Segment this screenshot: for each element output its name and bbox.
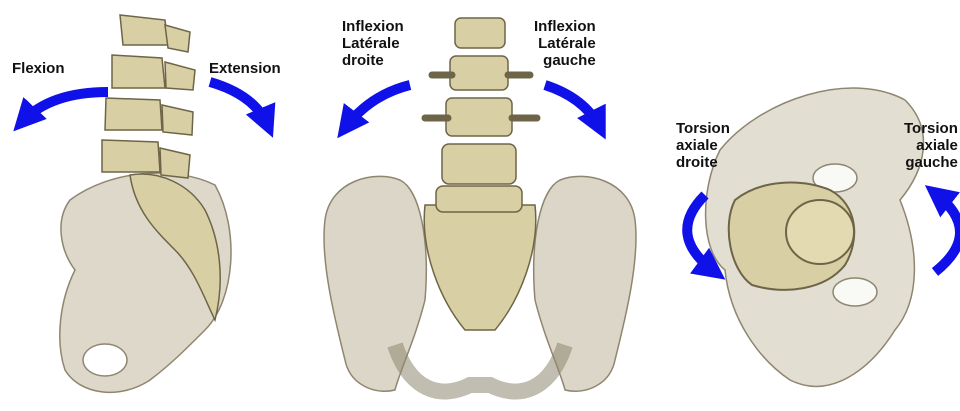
inflexion-droite-line1: Inflexion — [342, 18, 404, 35]
vertebral-body-top — [786, 200, 854, 264]
flexion-arrow — [22, 92, 108, 122]
inflexion-droite-arrow — [345, 85, 410, 128]
torsion-gauche-line1: Torsion — [904, 120, 958, 137]
torsion-gauche-label: Torsion axiale gauche — [904, 120, 958, 171]
extension-text: Extension — [209, 60, 281, 77]
inflexion-gauche-line3: gauche — [534, 52, 596, 69]
inflexion-gauche-label: Inflexion Latérale gauche — [534, 18, 596, 69]
extension-label: Extension — [209, 60, 281, 77]
torsion-gauche-arrow — [935, 193, 960, 272]
inflexion-gauche-arrow — [545, 85, 600, 128]
torsion-droite-line3: droite — [676, 154, 730, 171]
torsion-gauche-line2: axiale — [904, 137, 958, 154]
inflexion-droite-line2: Latérale — [342, 35, 404, 52]
sacrum-frontal — [424, 205, 536, 330]
frontal-spine-pelvis-view — [324, 18, 636, 392]
flexion-label: Flexion — [12, 60, 65, 77]
torsion-droite-line1: Torsion — [676, 120, 730, 137]
lumbar-vertebrae-lateral — [102, 15, 195, 178]
inflexion-gauche-line2: Latérale — [534, 35, 596, 52]
inflexion-gauche-line1: Inflexion — [534, 18, 596, 35]
inflexion-droite-line3: droite — [342, 52, 404, 69]
torsion-droite-line2: axiale — [676, 137, 730, 154]
obturator-foramen — [83, 344, 127, 376]
inflexion-droite-label: Inflexion Latérale droite — [342, 18, 404, 69]
pubic-arch — [395, 345, 565, 392]
foramen-lower — [833, 278, 877, 306]
extension-arrow — [210, 82, 268, 126]
left-ilium — [324, 176, 426, 391]
torsion-gauche-line3: gauche — [904, 154, 958, 171]
flexion-text: Flexion — [12, 60, 65, 77]
right-ilium — [534, 176, 636, 391]
torsion-droite-label: Torsion axiale droite — [676, 120, 730, 171]
